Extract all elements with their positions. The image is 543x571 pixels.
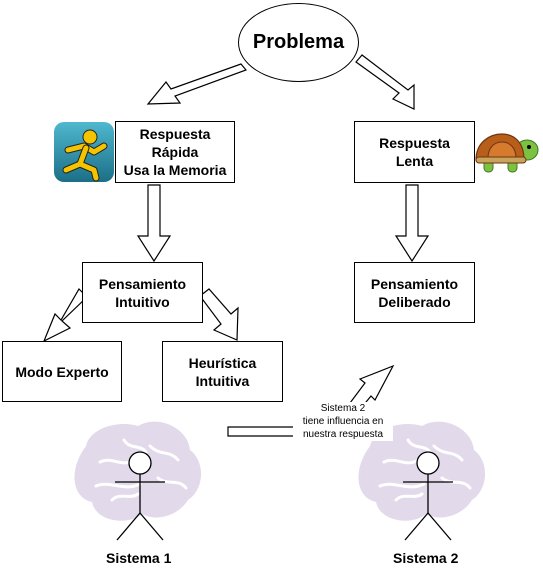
node-respuesta-rapida: Respuesta Rápida Usa la Memoria (115, 121, 235, 183)
arrow-problema-to-rapida (146, 63, 248, 105)
node-pensamiento-intuitivo: Pensamiento Intuitivo (82, 262, 203, 323)
label-sistema-1: Sistema 1 (106, 550, 172, 566)
stick-figure-sistema-1 (115, 451, 165, 541)
node-respuesta-lenta: Respuesta Lenta (354, 121, 475, 183)
arrow-rapida-to-intuitivo (136, 184, 172, 263)
arrow-intuitivo-to-heuristica (199, 288, 239, 341)
arrow-intuitivo-to-experto (42, 288, 88, 343)
runner-icon (54, 122, 114, 182)
turtle-icon (475, 133, 539, 173)
sistema-2-influence-note: Sistema 2 tiene influencia en nuestra re… (293, 402, 393, 441)
node-modo-experto: Modo Experto (2, 341, 122, 402)
arrow-problema-to-lenta (355, 54, 415, 110)
node-pensamiento-deliberado: Pensamiento Deliberado (354, 262, 475, 323)
node-heuristica-intuitiva: Heurística Intuitiva (162, 341, 283, 402)
stick-figure-sistema-2 (403, 451, 453, 541)
arrow-lenta-to-deliberado (394, 184, 430, 263)
node-problema: Problema (238, 3, 359, 82)
label-sistema-2: Sistema 2 (393, 550, 459, 566)
